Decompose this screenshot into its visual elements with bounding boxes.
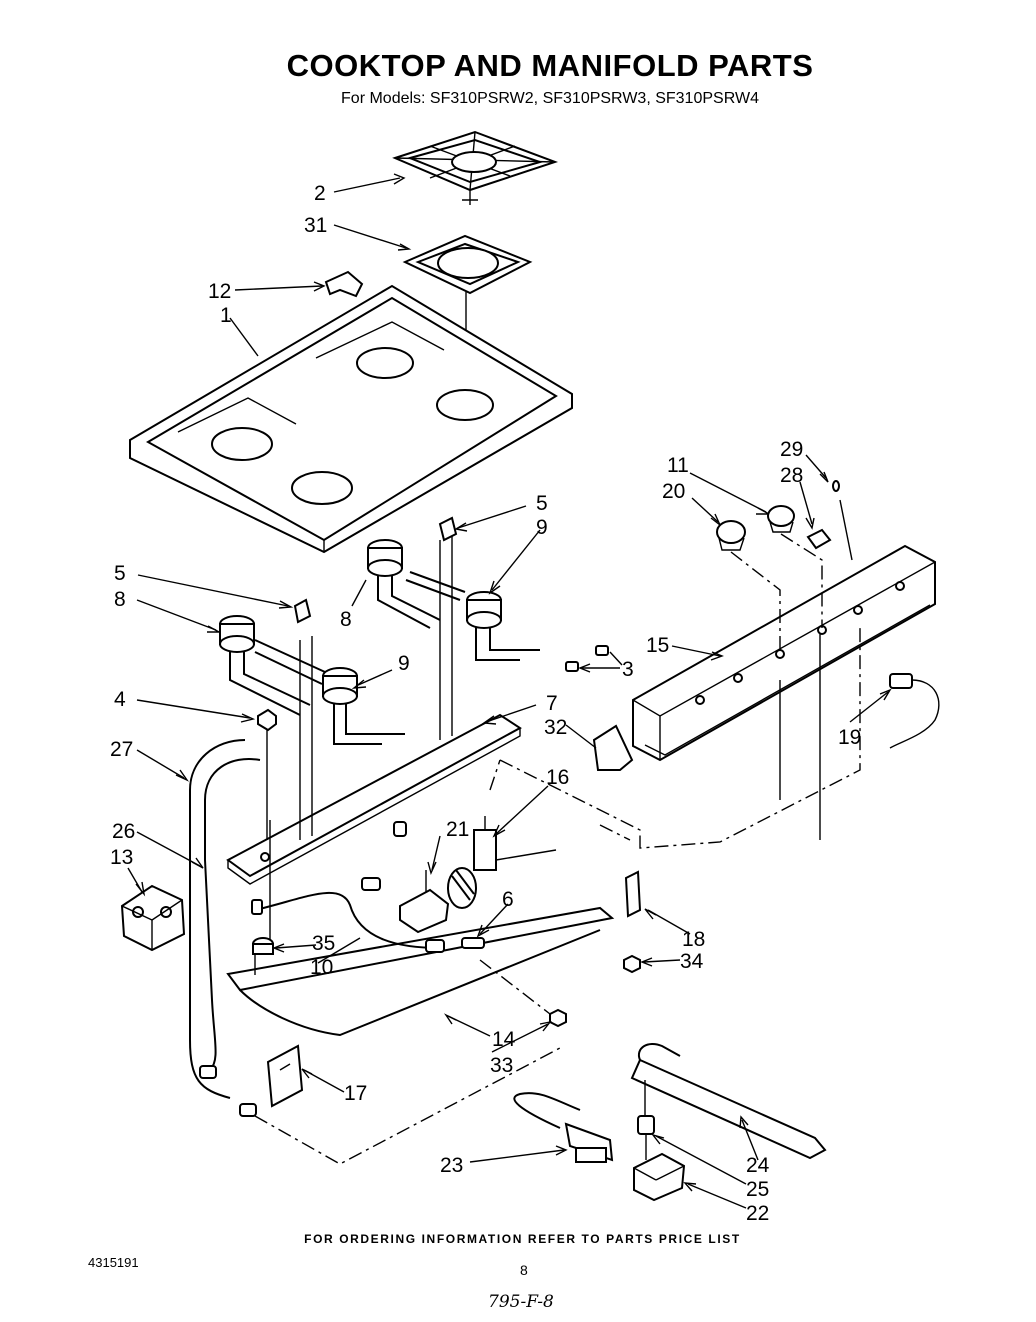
part-spark-module-16 — [473, 816, 557, 871]
callout-2: 2 — [314, 182, 326, 205]
part-fitting-6 — [461, 937, 485, 949]
page-title: COOKTOP AND MANIFOLD PARTS — [286, 48, 814, 83]
callout-20: 20 — [662, 480, 685, 503]
callout-1: 1 — [220, 304, 232, 327]
page-number: 8 — [520, 1262, 528, 1278]
part-burner-front-left — [219, 615, 326, 716]
part-knob-20 — [716, 520, 746, 551]
callout-24: 24 — [746, 1154, 770, 1177]
part-burner-back-right — [405, 571, 540, 661]
callout-33: 33 — [490, 1054, 513, 1077]
callout-11: 11 — [667, 454, 689, 477]
callout-8-front: 8 — [114, 588, 126, 611]
part-bracket-17 — [266, 1044, 304, 1108]
part-wire-29 — [832, 480, 853, 561]
callout-8-back: 8 — [340, 608, 352, 631]
part-manifold-panel — [632, 544, 936, 840]
part-screw-34 — [623, 954, 641, 974]
part-tube-10 — [251, 821, 445, 953]
callout-34: 34 — [680, 950, 704, 973]
part-bracket-32 — [592, 724, 634, 771]
callout-26: 26 — [112, 820, 135, 843]
callout-3: 3 — [622, 658, 634, 681]
callout-35: 35 — [312, 932, 335, 955]
part-bracket-18 — [624, 870, 642, 918]
part-burner-front-right — [322, 667, 405, 745]
part-screw-33 — [549, 1008, 567, 1028]
part-spark-switch-28 — [806, 528, 832, 550]
callout-10: 10 — [310, 956, 333, 979]
part-grate — [392, 130, 559, 205]
callout-5-front: 5 — [114, 562, 126, 585]
callout-14: 14 — [492, 1028, 516, 1051]
part-gas-tube-27 — [189, 739, 261, 1099]
callout-12: 12 — [208, 280, 231, 303]
part-ignitor-23 — [513, 1092, 614, 1163]
callout-31: 31 — [304, 214, 327, 237]
callout-13: 13 — [110, 846, 133, 869]
callout-7: 7 — [546, 692, 558, 715]
part-orifice-3 — [565, 645, 609, 672]
part-knob-11 — [767, 505, 795, 533]
callout-22: 22 — [746, 1202, 769, 1225]
callout-4: 4 — [114, 688, 126, 711]
callout-labels: 2 31 12 1 29 28 11 20 5 9 5 8 8 15 3 9 4… — [110, 182, 861, 1225]
callout-9-back: 9 — [536, 516, 548, 539]
model-list: For Models: SF310PSRW2, SF310PSRW3, SF31… — [341, 90, 759, 107]
part-burner-back-left — [367, 539, 441, 629]
callout-19: 19 — [838, 726, 861, 749]
callout-21: 21 — [446, 818, 469, 841]
callout-32: 32 — [544, 716, 567, 739]
part-regulator-13 — [120, 884, 186, 952]
callout-28: 28 — [780, 464, 803, 487]
part-clip-5-back — [438, 516, 458, 542]
callout-leaders — [127, 173, 892, 1209]
document-number: 4315191 — [88, 1255, 139, 1270]
part-nut-4 — [257, 708, 277, 840]
part-oven-burner-24 — [630, 1042, 827, 1160]
part-cooktop — [129, 284, 573, 554]
callout-6: 6 — [502, 888, 514, 911]
callout-18: 18 — [682, 928, 705, 951]
callout-27: 27 — [110, 738, 133, 761]
callout-5-back: 5 — [536, 492, 548, 515]
part-valve-21 — [399, 867, 477, 934]
handwritten-note: 795-F-8 — [488, 1292, 554, 1312]
callout-9-front: 9 — [398, 652, 410, 675]
part-tube-end — [199, 1065, 257, 1117]
part-grommet-35 — [252, 937, 274, 955]
callout-25: 25 — [746, 1178, 769, 1201]
callout-23: 23 — [440, 1154, 463, 1177]
ordering-note: FOR ORDERING INFORMATION REFER TO PARTS … — [304, 1232, 741, 1246]
callout-16: 16 — [546, 766, 569, 789]
part-clip-5-front — [293, 598, 312, 624]
part-burner-bracket-7 — [226, 536, 522, 885]
part-fitting-25 — [637, 1115, 655, 1160]
part-igniter-19 — [889, 673, 940, 749]
callout-15: 15 — [646, 634, 669, 657]
callout-17: 17 — [344, 1082, 367, 1105]
part-valve-22 — [633, 1152, 686, 1202]
callout-29: 29 — [780, 438, 803, 461]
part-bracket-12 — [324, 270, 364, 298]
